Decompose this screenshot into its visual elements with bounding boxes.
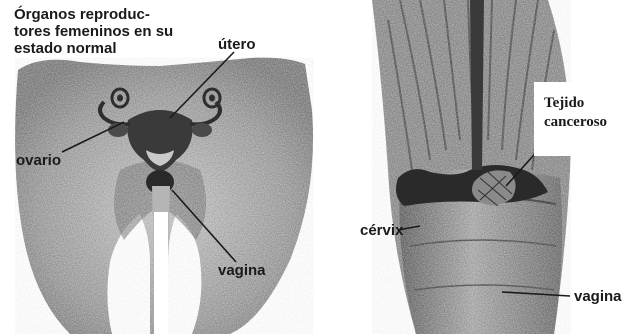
tumor-label-line2: canceroso bbox=[544, 113, 607, 131]
vagina-right-label: vagina bbox=[574, 288, 622, 305]
left-figure-title: Órganos reproduc- tores femeninos en su … bbox=[14, 6, 184, 57]
cervix-label: cérvix bbox=[360, 222, 403, 239]
tumor-label-line1: Tejido bbox=[544, 94, 584, 112]
ovario-label: ovario bbox=[16, 152, 61, 169]
tumor-label-box: Tejido canceroso bbox=[534, 82, 631, 156]
utero-label: útero bbox=[218, 36, 256, 53]
vagina-left-label: vagina bbox=[218, 262, 266, 279]
